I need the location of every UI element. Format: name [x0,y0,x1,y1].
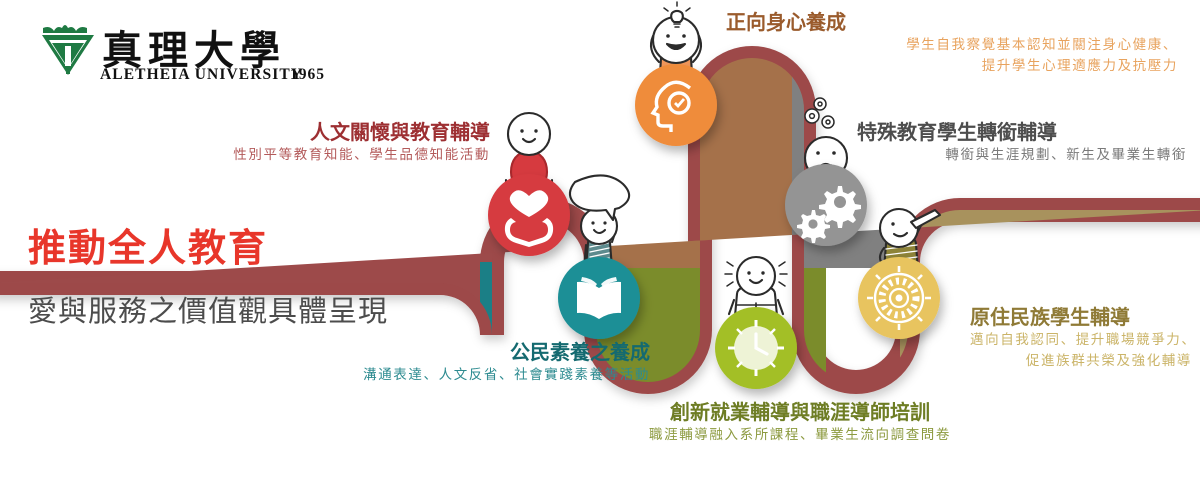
page-subtitle: 愛與服務之價值觀具體呈現 [28,294,389,328]
logo-english-name: ALETHEIA UNIVERSITY [100,66,304,83]
node-circle-civic-literacy [558,257,640,339]
logo-year: 1965 [290,66,325,83]
lightbulb-icon [663,1,691,28]
telescope-icon [909,208,942,239]
node-circle-special-education-transition [785,164,867,246]
node-circle-career-guidance [715,307,797,389]
thought-gears-icon [804,97,835,129]
head-check-icon [650,80,692,132]
hands-holding-heart-icon [504,190,554,247]
indigenous-sun-icon [867,266,931,330]
aletheia-shield-icon [42,25,94,75]
clock-icon [728,320,784,376]
label-special-education-transition: 特殊教育學生轉銜輔導 轉銜與生涯規劃、新生及畢業生轉銜 [857,120,1187,163]
label-indigenous-student-guidance: 原住民族學生輔導 邁向自我認同、提升職場競爭力、 促進族群共榮及強化輔導 [970,305,1197,369]
label-civic-literacy: 公民素養之養成 溝通表達、人文反省、社會實踐素養等活動 [363,340,650,383]
node-circle-indigenous-student-guidance [858,257,940,339]
label-humanistic-care: 人文關懷與教育輔導 性別平等教育知能、學生品德知能活動 [233,120,490,163]
node-circle-humanistic-care [488,174,570,256]
university-logo: 真理大學 ALETHEIA UNIVERSITY 1965 [40,22,330,92]
page-title: 推動全人教育 [28,226,269,270]
figure-with-speech-bubble [568,174,631,270]
label-career-guidance: 創新就業輔導與職涯導師培訓 職涯輔導融入系所課程、畢業生流向調查問卷 [649,400,951,443]
gears-icon [797,186,861,243]
open-book-icon [577,277,621,319]
figure-reading-book [724,255,788,318]
label-positive-mind-body: 正向身心養成 學生自我察覺基本認知並關注身心健康、 提升學生心理適應力及抗壓力 [726,10,1178,74]
page-title-block: 推動全人教育 愛與服務之價值觀具體呈現 [28,225,498,329]
logo-chinese-name: 真理大學 [102,27,286,74]
node-circle-positive-mind-body [635,64,717,146]
